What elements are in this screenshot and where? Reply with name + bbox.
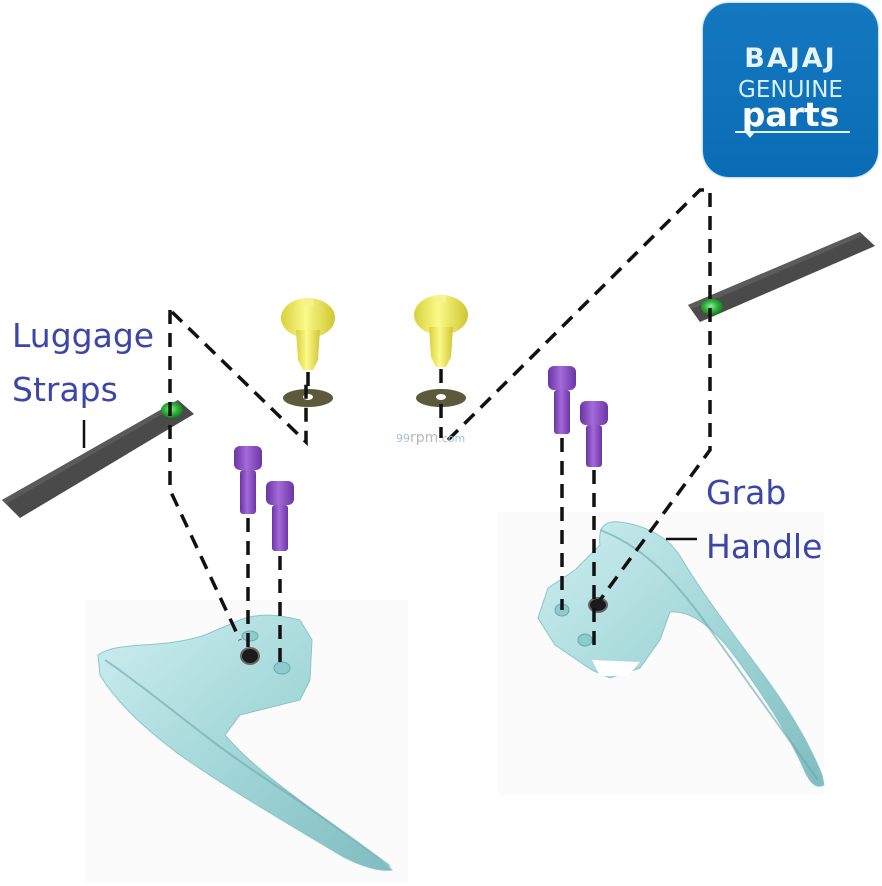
label-grab-handle-line1: Grab	[706, 473, 787, 512]
label-grab-handle-line2: Handle	[706, 527, 823, 566]
bolt-left-b	[266, 481, 294, 551]
label-luggage-straps-line2: Straps	[12, 370, 118, 409]
dash-right	[446, 188, 712, 602]
logo-brand-text: BAJAJ	[744, 43, 837, 74]
clip-screw-left	[281, 298, 335, 370]
bolt-hole-right	[588, 597, 608, 613]
washer-left	[283, 389, 333, 407]
logo-underline	[735, 131, 850, 133]
dash-left-vertical	[168, 310, 242, 641]
luggage-strap-left	[2, 400, 194, 518]
luggage-strap-right	[688, 232, 875, 322]
clip-screw-right	[414, 295, 468, 367]
bajaj-genuine-parts-logo: BAJAJ GENUINE parts	[703, 3, 878, 177]
bolt-left-a	[234, 446, 262, 514]
assembly-lines	[168, 188, 712, 668]
bolt-right-a	[548, 366, 576, 434]
logo-parts-text: parts	[741, 95, 840, 134]
watermark-suffix: .com	[438, 432, 466, 445]
label-luggage-straps-line1: Luggage	[12, 316, 155, 355]
watermark-middle: rpm	[410, 430, 439, 446]
strap-rivet-right	[701, 299, 723, 315]
handle-slot-right	[592, 660, 640, 676]
bolt-right-b	[580, 401, 608, 467]
strap-rivet-left	[161, 402, 183, 418]
bolt-hole-left	[240, 647, 260, 665]
dash-left-diagonal	[170, 310, 308, 447]
logo-genuine-text: GENUINE	[738, 77, 843, 103]
watermark: 99rpm.com	[396, 430, 465, 446]
watermark-prefix: 99	[396, 432, 410, 445]
washer-right	[416, 389, 466, 407]
logo-arrow-icon	[744, 131, 756, 138]
